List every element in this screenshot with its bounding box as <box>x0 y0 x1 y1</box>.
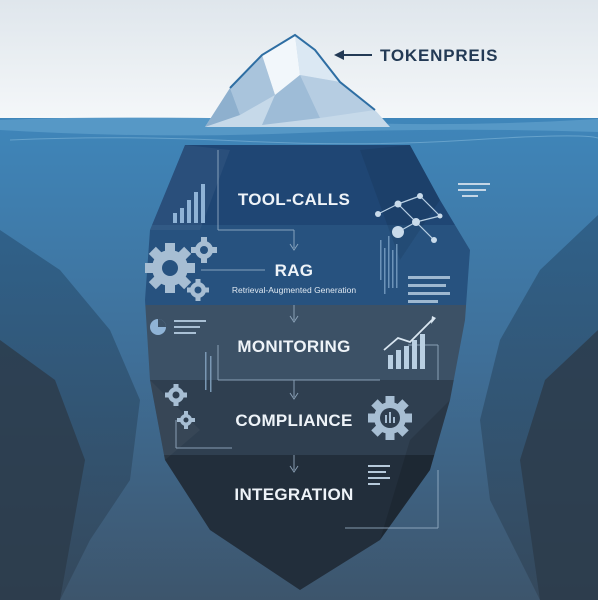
layer-label-rag: RAG <box>275 261 314 280</box>
text-lines-icon <box>368 465 390 485</box>
layer-label-integration: INTEGRATION <box>234 485 353 504</box>
right-cliff-shade <box>520 330 598 600</box>
bar-chart-icon <box>173 184 205 223</box>
layer-label-tool-calls: TOOL-CALLS <box>238 190 350 209</box>
water-ripple <box>9 135 598 145</box>
small-gears-icon <box>165 384 195 429</box>
dotted-stream-icon <box>205 352 212 392</box>
binary-stream-icon <box>380 236 398 294</box>
layer-sublabel-rag: Retrieval-Augmented Generation <box>232 285 357 295</box>
gear-icon <box>368 396 412 440</box>
iceberg-tip <box>205 33 390 127</box>
text-lines-icon-top <box>458 183 490 197</box>
layer-label-compliance: COMPLIANCE <box>235 411 352 430</box>
layer-label-monitoring: MONITORING <box>237 337 350 356</box>
flow-connectors <box>175 150 439 529</box>
callout-arrow-icon <box>334 50 372 60</box>
trend-chart-icon <box>383 316 436 369</box>
left-cliff-shade <box>0 340 85 600</box>
network-nodes-icon <box>375 193 443 243</box>
pie-chart-icon <box>150 319 206 335</box>
callout-label: TOKENPREIS <box>380 46 498 65</box>
gears-icon <box>145 237 217 301</box>
data-list-icon <box>408 276 450 303</box>
